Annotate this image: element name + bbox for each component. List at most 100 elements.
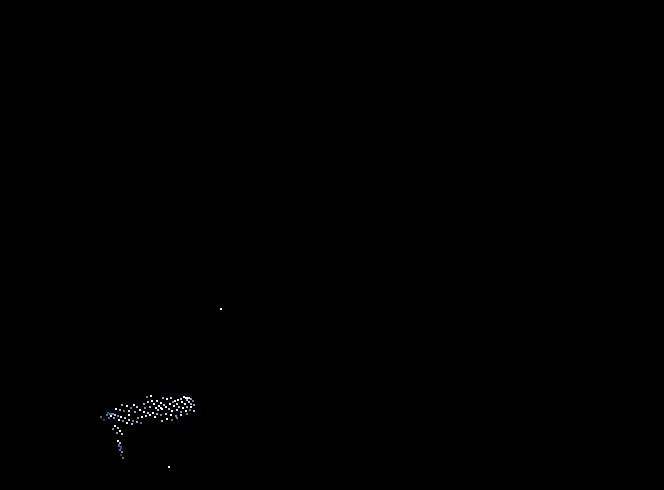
point-source <box>120 454 122 456</box>
point-source <box>136 406 138 408</box>
point-source <box>146 396 148 398</box>
point-source <box>186 399 188 401</box>
point-source <box>155 407 157 409</box>
point-source <box>157 409 159 411</box>
point-source <box>115 408 117 410</box>
point-source <box>220 308 222 310</box>
point-source <box>162 397 164 399</box>
point-source <box>193 404 195 406</box>
point-source <box>149 406 151 408</box>
point-source <box>100 416 102 418</box>
point-source <box>161 408 163 410</box>
point-source <box>193 410 195 412</box>
point-source <box>136 421 138 423</box>
point-source <box>152 412 154 414</box>
point-source <box>121 451 123 453</box>
point-source <box>182 407 184 409</box>
point-source <box>121 404 123 406</box>
point-source <box>166 418 168 420</box>
point-source <box>143 411 145 413</box>
point-source <box>133 404 135 406</box>
point-source <box>123 410 125 412</box>
point-source <box>126 422 128 424</box>
point-source <box>185 397 188 399</box>
point-source <box>112 428 114 430</box>
point-source <box>175 415 177 417</box>
point-source <box>172 401 174 403</box>
point-source <box>176 417 178 419</box>
point-source <box>158 405 160 407</box>
point-source <box>126 405 128 407</box>
point-source <box>180 398 182 400</box>
point-source <box>150 395 152 397</box>
point-source <box>192 400 194 402</box>
point-source <box>178 406 180 408</box>
point-source <box>165 413 167 415</box>
point-source <box>117 440 119 442</box>
point-source <box>122 457 124 459</box>
point-source <box>107 412 109 414</box>
point-source <box>180 411 182 413</box>
point-source <box>156 413 158 415</box>
point-source <box>112 413 114 415</box>
point-source <box>114 425 116 427</box>
point-source <box>137 417 139 419</box>
point-source <box>173 405 175 407</box>
point-source <box>139 409 141 411</box>
point-source <box>188 401 190 403</box>
point-source <box>140 422 142 424</box>
point-source <box>190 403 192 405</box>
point-source <box>185 410 187 412</box>
point-source <box>141 416 143 418</box>
point-source <box>151 400 153 402</box>
point-source <box>131 423 133 425</box>
point-source <box>176 409 178 411</box>
point-source <box>183 396 185 398</box>
point-source <box>170 397 172 399</box>
point-source <box>156 400 158 402</box>
point-source <box>171 410 173 412</box>
point-source <box>120 446 122 449</box>
point-source <box>143 403 145 405</box>
point-source <box>130 407 132 409</box>
point-source <box>186 413 188 415</box>
point-source <box>168 408 170 410</box>
point-source <box>119 409 121 411</box>
point-source <box>147 412 149 414</box>
point-source <box>144 407 146 409</box>
point-source <box>118 419 120 421</box>
point-source <box>174 400 176 402</box>
point-source <box>154 416 156 418</box>
point-source <box>169 403 171 405</box>
point-source <box>128 410 130 412</box>
point-source <box>119 449 121 451</box>
point-source <box>122 420 124 422</box>
point-source <box>177 399 179 401</box>
point-source <box>163 404 165 406</box>
point-source <box>189 409 191 411</box>
point-source <box>176 403 178 405</box>
point-source <box>134 411 136 413</box>
point-source <box>180 414 182 416</box>
point-source <box>110 415 112 417</box>
point-source <box>116 432 118 434</box>
point-source <box>128 419 130 421</box>
point-source <box>168 466 170 468</box>
point-source <box>119 430 121 432</box>
point-source <box>121 433 123 435</box>
point-source <box>186 406 188 408</box>
point-source <box>190 406 192 408</box>
point-source <box>184 403 186 405</box>
point-source <box>165 406 167 408</box>
point-source <box>106 414 108 416</box>
point-source <box>161 420 163 422</box>
point-source <box>103 419 105 421</box>
point-source <box>160 414 162 416</box>
point-source <box>188 397 190 399</box>
point-source <box>166 398 168 400</box>
point-source <box>117 415 119 417</box>
point-source <box>109 413 112 415</box>
point-source <box>160 402 162 404</box>
